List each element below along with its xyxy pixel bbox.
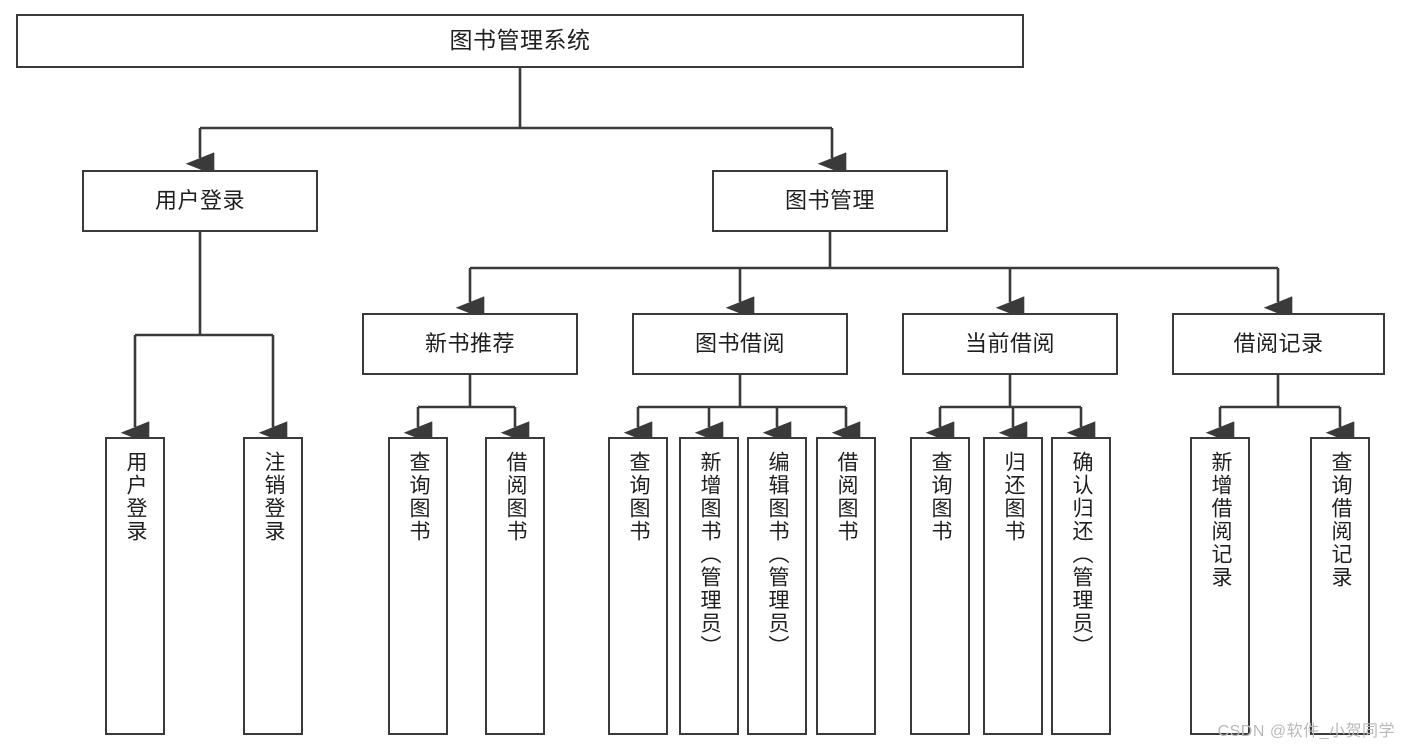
leaf-borrow-add-book-admin[interactable]: 新增图书（管理员） <box>679 437 739 735</box>
leaf-borrow-query-book-label: 查询图书 <box>627 451 651 543</box>
leaf-current-query-book[interactable]: 查询图书 <box>910 437 970 735</box>
leaf-borrow-query-book[interactable]: 查询图书 <box>608 437 668 735</box>
node-root-label: 图书管理系统 <box>449 27 591 54</box>
node-level2-borrow-record[interactable]: 借阅记录 <box>1172 313 1385 375</box>
node-level2-current-borrow[interactable]: 当前借阅 <box>902 313 1118 375</box>
leaf-record-add-borrow-record[interactable]: 新增借阅记录 <box>1190 437 1250 735</box>
leaf-borrow-borrow-book[interactable]: 借阅图书 <box>816 437 876 735</box>
node-level2-book-borrow[interactable]: 图书借阅 <box>632 313 848 375</box>
node-level2-borrow-record-label: 借阅记录 <box>1233 331 1324 357</box>
node-level1-user-login[interactable]: 用户登录 <box>82 170 318 232</box>
leaf-current-query-book-label: 查询图书 <box>929 451 953 543</box>
leaf-borrow-edit-book-admin-label: 编辑图书（管理员） <box>766 451 790 658</box>
node-level2-book-borrow-label: 图书借阅 <box>694 331 785 357</box>
leaf-record-add-borrow-record-label: 新增借阅记录 <box>1209 451 1233 589</box>
leaf-user-login[interactable]: 用户登录 <box>105 437 165 735</box>
leaf-borrow-borrow-book-label: 借阅图书 <box>835 451 859 543</box>
leaf-record-query-borrow-record-label: 查询借阅记录 <box>1329 451 1353 589</box>
csdn-watermark: CSDN @软件_小贺同学 <box>1217 723 1395 740</box>
node-root[interactable]: 图书管理系统 <box>16 14 1024 68</box>
leaf-current-return-book[interactable]: 归还图书 <box>983 437 1043 735</box>
leaf-record-query-borrow-record[interactable]: 查询借阅记录 <box>1310 437 1370 735</box>
node-level1-book-management[interactable]: 图书管理 <box>712 170 948 232</box>
leaf-logout-login[interactable]: 注销登录 <box>243 437 303 735</box>
leaf-current-return-book-label: 归还图书 <box>1002 451 1026 543</box>
node-level2-new-book-recommend[interactable]: 新书推荐 <box>362 313 578 375</box>
leaf-newbook-query-book-label: 查询图书 <box>407 451 431 543</box>
leaf-newbook-query-book[interactable]: 查询图书 <box>388 437 448 735</box>
leaf-logout-login-label: 注销登录 <box>262 451 286 543</box>
node-level1-book-management-label: 图书管理 <box>784 188 875 214</box>
leaf-borrow-add-book-admin-label: 新增图书（管理员） <box>698 451 722 658</box>
leaf-current-confirm-return-admin[interactable]: 确认归还（管理员） <box>1051 437 1111 735</box>
node-level1-user-login-label: 用户登录 <box>154 188 245 214</box>
leaf-current-confirm-return-admin-label: 确认归还（管理员） <box>1070 451 1094 658</box>
leaf-user-login-label: 用户登录 <box>124 451 148 543</box>
leaf-newbook-borrow-book[interactable]: 借阅图书 <box>485 437 545 735</box>
leaf-newbook-borrow-book-label: 借阅图书 <box>504 451 528 543</box>
node-level2-new-book-recommend-label: 新书推荐 <box>424 331 515 357</box>
node-level2-current-borrow-label: 当前借阅 <box>964 331 1055 357</box>
leaf-borrow-edit-book-admin[interactable]: 编辑图书（管理员） <box>747 437 807 735</box>
